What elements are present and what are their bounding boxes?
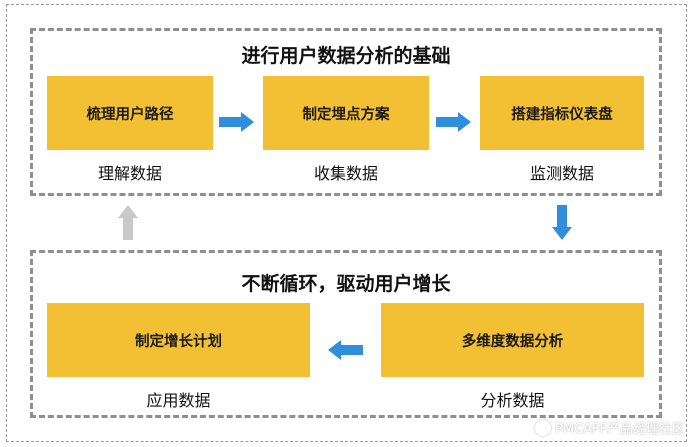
- arrow-down-icon: [552, 205, 572, 240]
- step-box-growth-plan: 制定增长计划: [47, 303, 310, 377]
- caption-monitor-data: 监测数据: [529, 164, 594, 183]
- arrow-up-icon: [118, 205, 138, 240]
- step-box-tracking-plan: 制定埋点方案: [263, 76, 429, 150]
- caption-apply-data: 应用数据: [146, 391, 211, 410]
- growth-loop-group: 不断循环，驱动用户增长: [30, 250, 662, 418]
- arrow-right-icon: [436, 112, 471, 132]
- watermark-text: PMCAFF产品经理社区: [555, 422, 685, 437]
- arrow-right-icon: [219, 112, 254, 132]
- growth-loop-group-title: 不断循环，驱动用户增长: [241, 273, 451, 295]
- watermark-logo-icon: [535, 419, 552, 436]
- foundation-group-title: 进行用户数据分析的基础: [241, 45, 451, 67]
- caption-understand-data: 理解数据: [97, 164, 162, 183]
- arrow-left-icon: [328, 340, 363, 360]
- diagram-canvas: [6, 4, 687, 442]
- foundation-group: 进行用户数据分析的基础: [30, 28, 662, 196]
- caption-collect-data: 收集数据: [313, 164, 378, 183]
- caption-analyze-data: 分析数据: [480, 391, 545, 410]
- step-box-metrics-dashboard: 搭建指标仪表盘: [480, 76, 644, 150]
- step-box-multidimensional-analysis: 多维度数据分析: [381, 303, 644, 377]
- step-box-user-path: 梳理用户路径: [47, 76, 213, 150]
- watermark: PMCAFF产品经理社区: [535, 418, 685, 437]
